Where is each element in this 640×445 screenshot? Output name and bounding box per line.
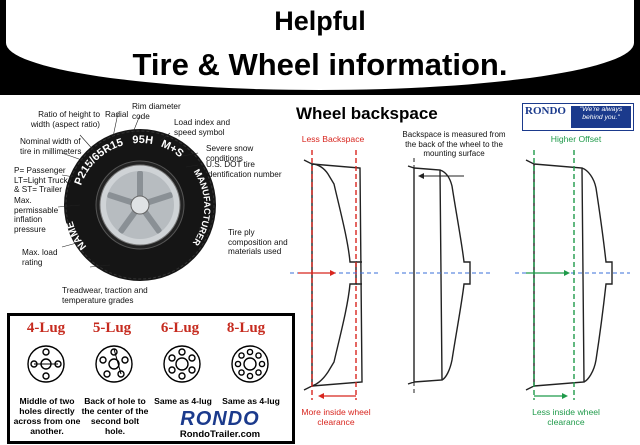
measured-note: Backspace is measured from the back of t…: [402, 130, 506, 158]
rondo-badge-logo: RONDO: [525, 105, 566, 117]
label-radial: Radial: [105, 110, 129, 119]
6-lug-icon: [163, 345, 201, 383]
wheel-profile-higher: [525, 159, 613, 391]
lug-title-6: 6-Lug: [160, 320, 200, 336]
lug-desc-4: Middle of two holes directly across from…: [13, 396, 81, 436]
title-banner: Helpful Tire & Wheel information.: [0, 0, 640, 95]
wheel-profiles: [290, 150, 630, 400]
lug-diagrams: [27, 345, 269, 383]
8-lug-icon: [231, 345, 269, 383]
4-lug-icon: [27, 345, 65, 383]
backspace-title: Wheel backspace: [296, 104, 438, 123]
title-line-2: Tire & Wheel information.: [132, 47, 508, 82]
title-line-1: Helpful: [274, 6, 366, 36]
lug-pattern-box: 4-Lug 5-Lug 6-Lug 8-Lug: [7, 313, 295, 444]
less-backspace-label: Less Backspace: [301, 134, 365, 144]
rondo-url[interactable]: RondoTrailer.com: [179, 429, 261, 440]
less-clearance-label: Less inside wheel clearance: [532, 407, 600, 427]
tire-diagram: P215/65R15 95H M+S NAME MANUFACTURER: [57, 112, 216, 281]
5-lug-icon: [95, 345, 133, 383]
higher-offset-label: Higher Offset: [550, 134, 602, 144]
title-oval: [6, 0, 634, 90]
lug-desc-6: Same as 4-lug: [154, 396, 212, 406]
lug-desc-5: Back of hole to the center of the second…: [81, 396, 149, 436]
wheel-profile-measured: [407, 165, 471, 385]
more-clearance-label: More inside wheel clearance: [301, 407, 371, 427]
rondo-tagline: "We're always behind you.": [571, 106, 631, 128]
label-dot-id: U.S. DOT tire identification number: [206, 160, 282, 179]
label-aspect-ratio: Ratio of height to width (aspect ratio): [30, 110, 100, 129]
sidewall-load: 95H: [132, 134, 154, 147]
lug-title-4: 4-Lug: [26, 320, 66, 336]
label-load-speed: Load index and speed symbol: [174, 118, 230, 137]
wheel-profile-less: [303, 159, 363, 391]
lug-title-8: 8-Lug: [226, 320, 266, 336]
label-rim-diameter: Rim diameter code: [132, 102, 181, 121]
label-max-load: Max. load rating: [22, 248, 58, 267]
label-severe-snow: Severe snow conditions: [206, 144, 254, 163]
label-inflation-pressure: Max. permissable inflation pressure: [14, 196, 59, 234]
label-treadwear: Treadwear, traction and temperature grad…: [62, 286, 148, 305]
label-tire-type: P= Passenger LT=Light Truck T & ST= Trai…: [14, 166, 75, 194]
rondo-badge: RONDO "We're always behind you.": [522, 103, 634, 131]
label-ply-composition: Tire ply composition and materials used: [228, 228, 288, 256]
label-nominal-width: Nominal width of tire in millimeters: [20, 137, 82, 156]
lug-title-5: 5-Lug: [92, 320, 132, 336]
lug-desc-8: Same as 4-lug: [222, 396, 280, 406]
rondo-logo: RONDO: [180, 408, 260, 430]
